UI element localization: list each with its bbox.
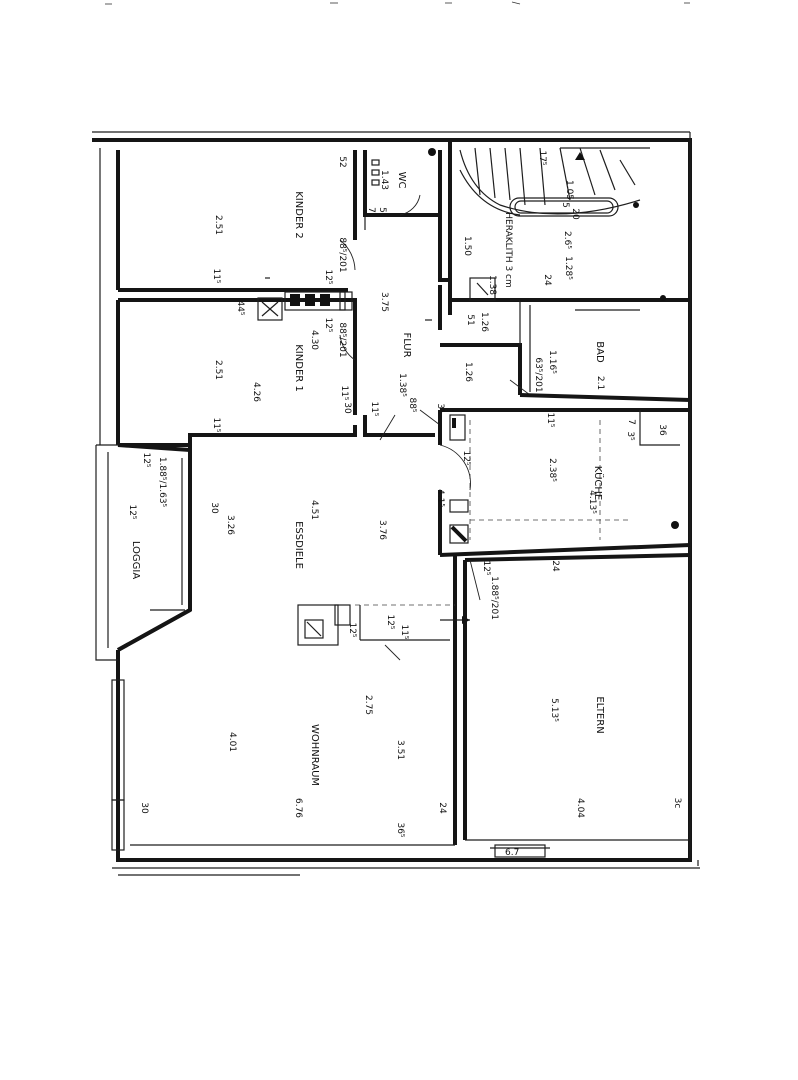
dim-wo-f: 36⁵	[395, 822, 405, 837]
dim-fl-c: 1.38	[487, 275, 497, 295]
dim-wo-h: 12⁵	[347, 622, 357, 637]
dim-el-a: 12⁵	[481, 560, 491, 575]
label-bad: BAD	[594, 341, 605, 363]
dim-fl-a: 51	[465, 314, 475, 325]
dim-ku-d: 4.13⁵	[587, 490, 597, 514]
dim-es-f: 11⁵	[399, 624, 409, 639]
dim-st-e: 5	[560, 202, 570, 208]
dim-wo-d: 2.75	[363, 695, 373, 715]
room-kueche	[438, 408, 691, 557]
dim-st-g: 24	[542, 274, 552, 286]
label-essdiele: ESSDIELE	[293, 521, 304, 569]
dim-k1-e: 4.30	[309, 330, 319, 350]
label-wc: WC	[396, 172, 407, 189]
staircase	[448, 140, 650, 302]
dim-st-b: 1.05	[564, 180, 574, 200]
dim-st-d: 1.28⁵	[563, 256, 573, 280]
dim-st-f: 20	[570, 208, 580, 220]
dim-k1-f: 11⁵	[369, 401, 379, 416]
dim-lo-a: 1.88⁵/1.63⁵	[157, 457, 167, 508]
label-heraklith: HERAKLITH 3 cm	[503, 212, 513, 288]
dim-el-w: 5.13⁵	[549, 698, 559, 722]
dim-es-d: 3.76	[377, 520, 387, 540]
dim-wo-g: 24	[437, 802, 447, 814]
dim-fl-e: 1.38⁵	[397, 373, 407, 397]
dim-k2-c: 12⁵	[323, 269, 333, 284]
room-eltern	[463, 553, 691, 841]
dim-wo-a: 4.01	[227, 732, 237, 752]
dim-fl-b: 1.26	[479, 312, 489, 332]
room-flur	[363, 240, 531, 441]
dim-ku-w: 2.38⁵	[547, 458, 557, 482]
dim-st-c: 2.6⁵	[562, 231, 572, 249]
dim-k1-b: 11⁵	[339, 385, 349, 400]
outer-walls	[92, 131, 700, 876]
dim-es-e: 12⁵	[385, 614, 395, 629]
label-kinder-2: KINDER 2	[293, 191, 304, 239]
dim-ku-c: 7	[626, 419, 636, 425]
dim-k2-b: 11⁵	[211, 268, 221, 283]
dim-fl-h: 30	[342, 402, 352, 414]
room-wc	[363, 148, 442, 240]
label-loggia: LOGGIA	[130, 541, 141, 580]
dim-wo-b: 3.51	[395, 740, 405, 760]
room-bad	[519, 295, 691, 402]
dim-wo-i: 12⁵	[461, 450, 471, 465]
dim-k1-d: 4.26	[251, 382, 261, 402]
label-kueche: KÜCHE	[592, 466, 605, 500]
dim-fl-f: 88⁵	[407, 397, 417, 412]
label-flur: FLUR	[401, 332, 412, 357]
dim-el-door: 1.88⁵/201	[489, 576, 499, 620]
dim-wo-e: 30	[139, 802, 149, 814]
label-kinder-1: KINDER 1	[293, 344, 304, 392]
dim-k1-door: 88⁵/201	[337, 322, 347, 357]
dim-lo-b: 12⁵	[141, 452, 151, 467]
scan-marks	[105, 1, 690, 5]
dimension-notes: 2.51 52 11⁵ 12⁵ 88⁵/201 1.43 7 5 17⁵ 1.0…	[127, 150, 682, 858]
dim-ku-a: 11⁵	[545, 412, 555, 427]
dim-fl-d: 1.26	[463, 362, 473, 382]
dim-ku-f: 4.1⁵	[435, 489, 445, 507]
dim-bad-e: 63⁵/201	[533, 357, 543, 392]
dim-k1-w: 2.51	[213, 360, 223, 380]
dim-wc-b: 5	[377, 207, 387, 213]
loggia	[95, 443, 192, 851]
dim-k1-a: 11⁵	[211, 417, 221, 432]
dim-k2-d: 52	[337, 156, 347, 167]
dim-wc-a: 7	[366, 207, 376, 213]
label-eltern: ELTERN	[594, 696, 605, 733]
dim-k1-c: 12⁵	[323, 317, 333, 332]
dim-el-b: 24	[550, 560, 560, 572]
dim-k1-g: 44⁵	[235, 300, 245, 315]
dim-es-b: 3.26	[225, 515, 235, 535]
dim-el-c: 3c	[672, 798, 682, 809]
dim-bad-d: 2.1	[595, 376, 605, 390]
dim-bottom: 6.7	[505, 848, 519, 858]
dim-st-h: 1.50	[462, 236, 472, 256]
dim-es-c: 4.51	[309, 500, 319, 520]
room-labels: KINDER 2 KINDER 1 WC FLUR BAD KÜCHE LOGG…	[130, 172, 605, 786]
dim-es-a: 30	[209, 502, 219, 514]
room-kinder-1	[118, 277, 357, 447]
dim-ku-e: 3⁵	[625, 431, 635, 441]
dim-bad-w: 1.16⁵	[547, 350, 557, 374]
dim-lo-c: 12⁵	[127, 504, 137, 519]
room-wohnraum-essdiele	[117, 445, 470, 846]
dim-wc-w: 1.43	[379, 170, 389, 190]
dim-fl-w: 3.75	[379, 292, 389, 312]
dim-el-d: 4.04	[575, 798, 585, 818]
dim-k2-door: 88⁵/201	[337, 237, 347, 272]
dim-st-a: 17⁵	[537, 150, 547, 165]
dim-ku-b: 36	[657, 424, 667, 436]
dim-k2-w: 2.51	[213, 215, 223, 235]
dim-wo-c: 6.76	[293, 798, 303, 818]
label-wohnraum: WOHNRAUM	[309, 724, 320, 786]
dim-fl-g: 3⁵	[435, 403, 445, 413]
